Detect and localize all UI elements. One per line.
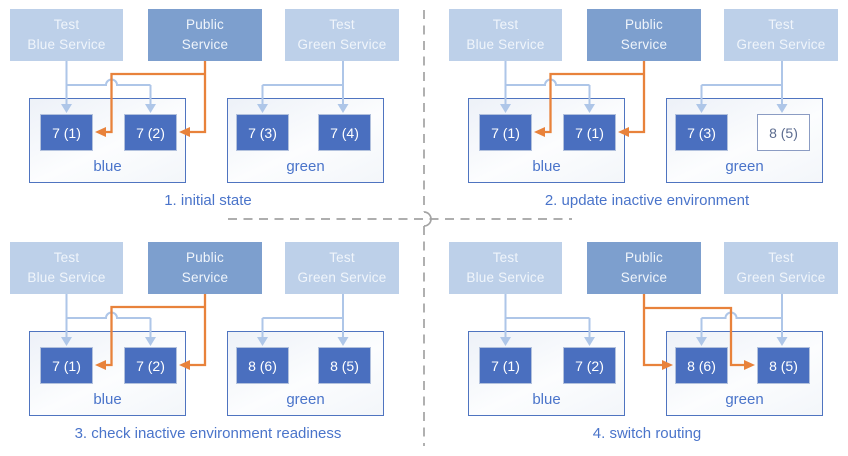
public-service-box: Public Service (587, 242, 701, 294)
test-green-service-label-line2: Green Service (297, 270, 387, 285)
test-blue-service-box: Test Blue Service (10, 242, 123, 294)
version-box: 7 (3) (675, 114, 728, 151)
public-service-label-line1: Public (625, 250, 663, 265)
test-green-service-label-line1: Test (768, 17, 794, 32)
version-box: 7 (4) (318, 114, 371, 151)
test-blue-service-box: Test Blue Service (449, 242, 562, 294)
deployment-step-panel: Test Blue Service Public Service Test Gr… (439, 233, 848, 456)
deployment-step-panel: Test Blue Service Public Service Test Gr… (0, 233, 424, 456)
deployment-step-panel: Test Blue Service Public Service Test Gr… (439, 0, 848, 228)
version-box: 7 (2) (124, 347, 177, 384)
public-service-label-line1: Public (186, 250, 224, 265)
step-caption: 2. update inactive environment (544, 192, 750, 209)
blue-environment-label: blue (93, 391, 122, 408)
test-blue-service-label-line1: Test (492, 17, 519, 32)
test-blue-service-label-line2: Blue Service (466, 270, 545, 285)
public-service-box: Public Service (148, 242, 262, 294)
public-service-box: Public Service (587, 9, 701, 61)
test-blue-service-label-line1: Test (53, 17, 80, 32)
version-box: 8 (6) (236, 347, 289, 384)
blue-environment-label: blue (532, 158, 561, 175)
green-environment-label: green (286, 391, 325, 408)
divider-crossing-hop (423, 211, 432, 227)
test-green-service-label-line2: Green Service (297, 37, 387, 52)
deployment-step-panel: Test Blue Service Public Service Test Gr… (0, 0, 424, 228)
version-box: 8 (6) (675, 347, 728, 384)
public-service-label-line2: Service (181, 37, 229, 52)
step-caption: 4. switch routing (592, 425, 702, 442)
public-service-label-line1: Public (625, 17, 663, 32)
test-green-service-box: Test Green Service (724, 242, 838, 294)
test-blue-service-label-line2: Blue Service (27, 37, 106, 52)
green-environment-label: green (286, 158, 325, 175)
public-service-box: Public Service (148, 9, 262, 61)
blue-environment-label: blue (532, 391, 561, 408)
test-blue-service-label-line1: Test (53, 250, 80, 265)
version-box: 8 (5) (757, 114, 810, 151)
public-service-label-line1: Public (186, 17, 224, 32)
version-box: 7 (3) (236, 114, 289, 151)
public-service-label-line2: Service (181, 270, 229, 285)
version-box: 7 (1) (40, 347, 93, 384)
test-blue-service-box: Test Blue Service (449, 9, 562, 61)
public-service-label-line2: Service (620, 37, 668, 52)
step-caption: 3. check inactive environment readiness (74, 425, 342, 442)
green-environment-label: green (725, 391, 764, 408)
test-green-service-label-line1: Test (768, 250, 794, 265)
test-green-service-label-line1: Test (329, 17, 355, 32)
test-green-service-label-line2: Green Service (736, 37, 826, 52)
version-box: 7 (1) (563, 114, 616, 151)
test-green-service-box: Test Green Service (724, 9, 838, 61)
step-caption: 1. initial state (164, 192, 252, 209)
version-box: 7 (1) (479, 347, 532, 384)
test-green-service-label-line1: Test (329, 250, 355, 265)
test-green-service-box: Test Green Service (285, 9, 399, 61)
test-blue-service-label-line2: Blue Service (466, 37, 545, 52)
test-green-service-box: Test Green Service (285, 242, 399, 294)
version-box: 7 (2) (563, 347, 616, 384)
blue-environment-label: blue (93, 158, 122, 175)
test-blue-service-box: Test Blue Service (10, 9, 123, 61)
test-blue-service-label-line2: Blue Service (27, 270, 106, 285)
test-green-service-label-line2: Green Service (736, 270, 826, 285)
green-environment-label: green (725, 158, 764, 175)
version-box: 8 (5) (318, 347, 371, 384)
version-box: 7 (1) (40, 114, 93, 151)
version-box: 7 (1) (479, 114, 532, 151)
version-box: 8 (5) (757, 347, 810, 384)
test-blue-service-label-line1: Test (492, 250, 519, 265)
public-service-label-line2: Service (620, 270, 668, 285)
version-box: 7 (2) (124, 114, 177, 151)
